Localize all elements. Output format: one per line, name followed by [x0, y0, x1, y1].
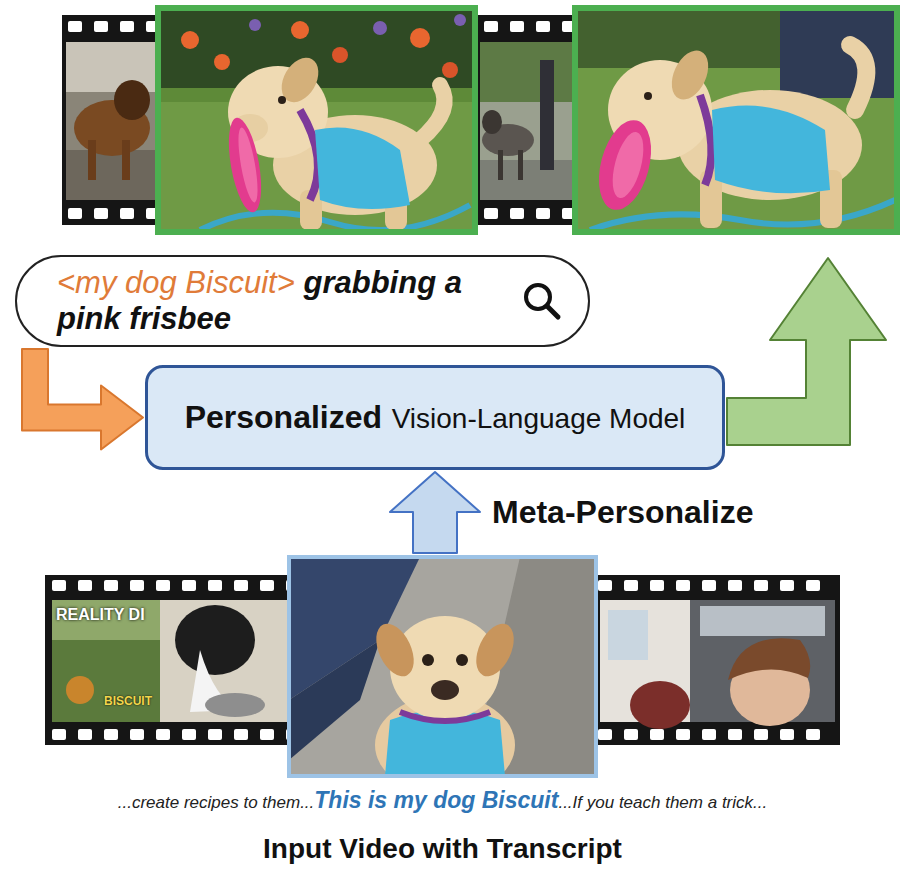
personal-token: <my dog Biscuit>: [57, 265, 295, 300]
retrieved-frame: [158, 8, 475, 232]
video-heading: Input Video with Transcript: [263, 833, 622, 864]
frame-text: BISCUIT: [104, 694, 152, 708]
caption-heading-row: Input Video with Transcript: [45, 833, 840, 865]
frame-border: [158, 8, 475, 232]
input-video: ...create recipes to them...This is my d…: [45, 555, 840, 870]
node-text: Personalized Vision-Language Model: [185, 399, 686, 436]
up-arrow: [390, 472, 480, 553]
search-bar: <my dog Biscuit>grabbing a pink frisbee: [15, 255, 590, 347]
frame-text: REALITY DI: [56, 606, 145, 624]
model-box: Personalized Vision-Language Model: [145, 365, 725, 470]
search-icon: [520, 279, 564, 323]
model-title-bold: Personalized: [185, 399, 382, 435]
model-title: Vision-Language Model: [392, 403, 686, 434]
input-frame: [289, 557, 596, 776]
edge-label: Meta-Personalize: [490, 494, 755, 531]
transcript-highlight: This is my dog Biscuit: [314, 787, 558, 813]
transcript-text: ...If you teach them a trick...: [558, 793, 767, 812]
retrieved-frame: [575, 8, 897, 232]
elbow-arrow: [22, 349, 143, 450]
transcript-text: ...create recipes to them...: [118, 793, 315, 812]
node-text: <my dog Biscuit>grabbing a pink frisbee: [57, 265, 498, 336]
result-arrow: [727, 258, 886, 445]
transcript-line: ...create recipes to them...This is my d…: [45, 787, 840, 814]
frame-border: [575, 8, 897, 232]
frame-border: [289, 557, 596, 776]
